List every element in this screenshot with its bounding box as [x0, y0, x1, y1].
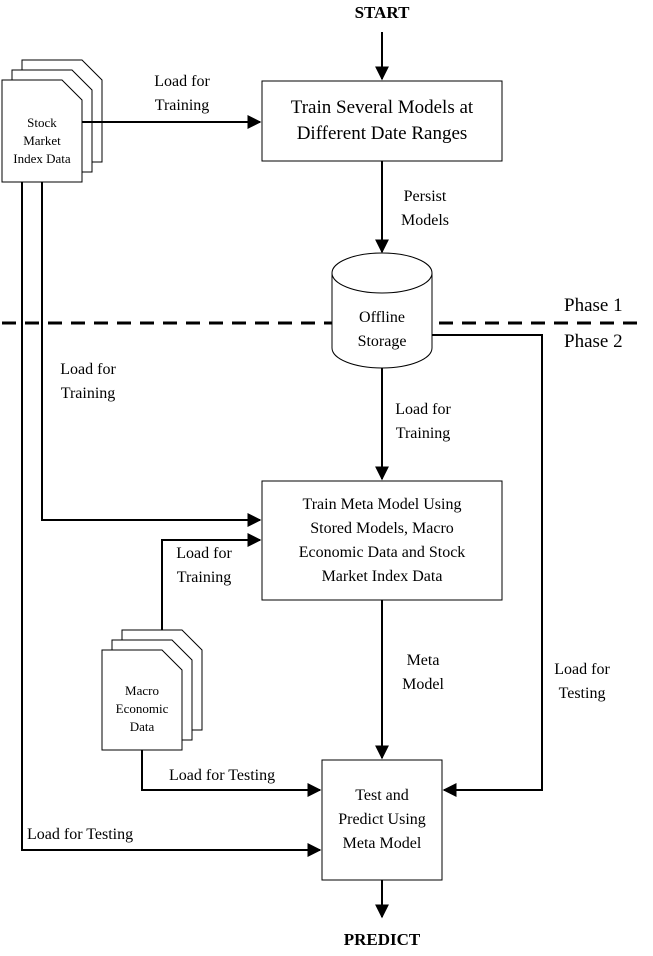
- train-models-line-2: Different Date Ranges: [296, 123, 468, 144]
- train-models-line-1: Train Several Models at: [290, 97, 474, 118]
- macro-to-meta-arrow: [161, 533, 262, 630]
- predict-label: PREDICT: [343, 930, 421, 949]
- edge-label-load-training-top-line-1: Load for: [154, 73, 210, 90]
- macro-docs-text: Macro Economic Data: [102, 668, 182, 750]
- edge-label-load-training-left-line-2: Training: [60, 385, 116, 402]
- edge-label-load-training-top: Load for Training: [132, 70, 232, 118]
- edge-label-load-training-storage-line-1: Load for: [395, 401, 451, 418]
- edge-label-load-testing-right: Load for Testing: [532, 658, 632, 706]
- edge-label-meta-model-line-1: Meta: [406, 652, 440, 669]
- stock-docs-line-2: Market: [23, 133, 61, 148]
- edge-label-meta-model-line-2: Model: [402, 676, 444, 693]
- macro-docs-line-1: Macro: [125, 683, 159, 698]
- edge-label-persist: Persist Models: [385, 185, 465, 233]
- start-label: START: [354, 3, 410, 22]
- test-predict-line-3: Meta Model: [342, 835, 422, 852]
- edge-label-load-testing-macro: Load for Testing: [169, 767, 276, 784]
- edge-label-load-training-top-line-2: Training: [154, 97, 210, 114]
- train-meta-line-2: Stored Models, Macro: [310, 519, 454, 537]
- phase-1-label: Phase 1: [564, 295, 623, 316]
- edge-label-load-training-macro-line-2: Training: [176, 569, 232, 586]
- macro-docs-line-3: Data: [129, 719, 155, 734]
- stock-to-test-arrow: [21, 182, 322, 857]
- test-predict-line-1: Test and: [355, 787, 409, 804]
- phase-2-label: Phase 2: [564, 331, 623, 352]
- edge-label-load-training-macro: Load for Training: [154, 542, 254, 590]
- edge-label-load-testing-right-line-1: Load for: [554, 661, 610, 678]
- test-predict-box: [321, 759, 443, 881]
- storage-to-test-arrow: [432, 334, 543, 797]
- edge-label-load-testing-stock: Load for Testing: [27, 826, 134, 843]
- offline-storage-line-1: Offline: [359, 309, 405, 326]
- offline-storage-text: Offline Storage: [332, 305, 432, 355]
- edge-label-load-training-left: Load for Training: [38, 358, 138, 406]
- offline-storage-line-2: Storage: [357, 333, 407, 350]
- edge-label-persist-line-2: Models: [401, 212, 449, 229]
- edge-label-load-training-storage-line-2: Training: [395, 425, 451, 442]
- edge-label-load-training-storage: Load for Training: [373, 398, 473, 446]
- train-meta-line-4: Market Index Data: [321, 567, 443, 585]
- train-models-text: Train Several Models at Different Date R…: [262, 81, 502, 161]
- offline-storage-cylinder: [331, 252, 433, 369]
- macro-to-test-arrow: [141, 750, 322, 797]
- stock-to-meta-arrow: [41, 182, 262, 527]
- stock-docs-line-1: Stock: [27, 115, 57, 130]
- stock-docs-text: Stock Market Index Data: [2, 100, 82, 182]
- macro-docs-line-2: Economic: [115, 701, 169, 716]
- macro-economic-document-stack: [101, 629, 203, 751]
- train-meta-text: Train Meta Model Using Stored Models, Ma…: [262, 481, 502, 600]
- stock-docs-line-3: Index Data: [13, 151, 71, 166]
- edge-label-load-testing-right-line-2: Testing: [558, 685, 606, 702]
- train-meta-box: [261, 480, 503, 601]
- train-meta-line-1: Train Meta Model Using: [302, 495, 462, 513]
- stock-market-document-stack: [1, 59, 103, 183]
- test-predict-line-2: Predict Using: [338, 811, 426, 828]
- edge-label-load-training-left-line-1: Load for: [60, 361, 116, 378]
- edge-label-load-training-macro-line-1: Load for: [176, 545, 232, 562]
- edge-label-persist-line-1: Persist: [403, 188, 447, 205]
- edge-label-meta-model: Meta Model: [378, 649, 468, 697]
- train-meta-line-3: Economic Data and Stock: [298, 543, 466, 561]
- test-predict-text: Test and Predict Using Meta Model: [322, 760, 442, 880]
- train-models-box: [261, 80, 503, 162]
